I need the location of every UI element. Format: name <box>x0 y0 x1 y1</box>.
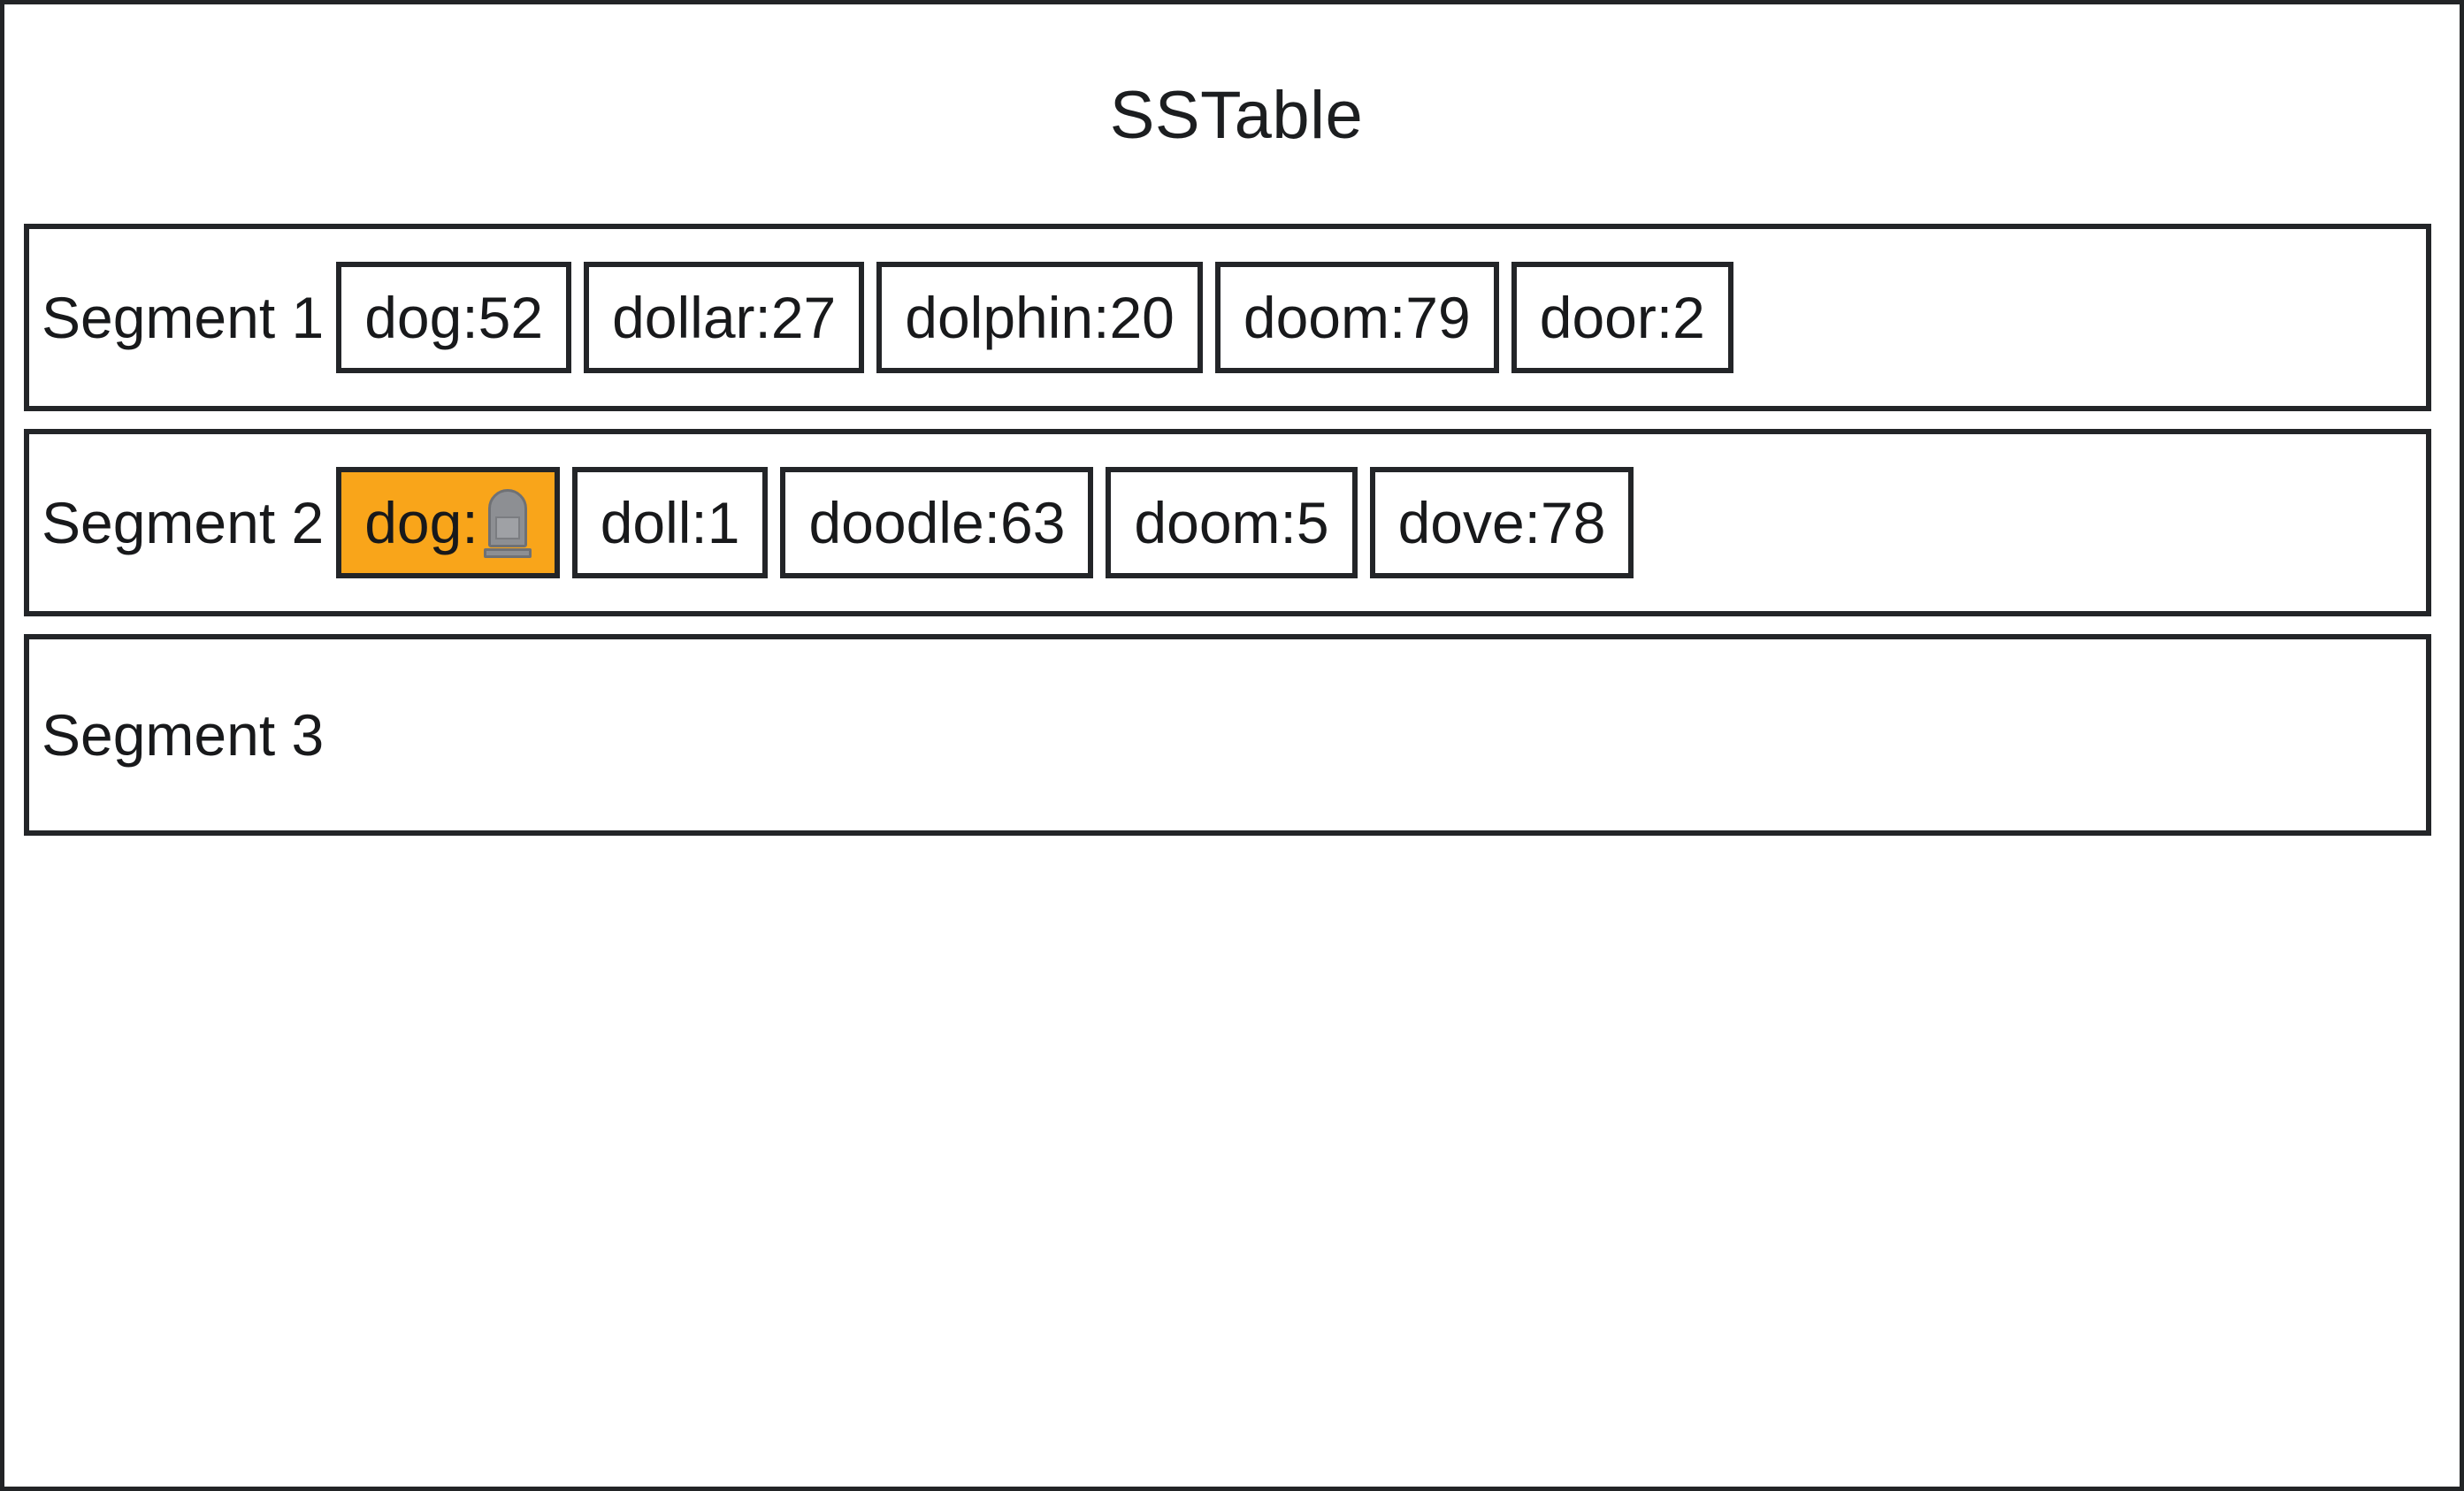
entry-text: dollar:27 <box>612 285 837 350</box>
entry-text: dog:52 <box>364 285 544 350</box>
segment-list: Segment 1 dog:52 dollar:27 dolphin:20 doom:7… <box>24 224 2431 853</box>
segment-row[interactable]: Segment 3 <box>24 634 2431 836</box>
entry-text: doom:5 <box>1134 490 1329 555</box>
entry-text: door:2 <box>1539 285 1705 350</box>
segment-label: Segment 1 <box>42 285 325 350</box>
entry-cell[interactable]: dog:52 <box>336 262 572 373</box>
entry-text: dolphin:20 <box>905 285 1175 350</box>
entry-text: doom:79 <box>1243 285 1471 350</box>
entry-text: doodle:63 <box>808 490 1066 555</box>
tombstone-stone <box>487 489 527 547</box>
page-title: SSTable <box>1109 78 1364 153</box>
segment-row[interactable]: Segment 1 dog:52 dollar:27 dolphin:20 doom:7… <box>24 224 2431 411</box>
entry-cell[interactable]: doodle:63 <box>780 467 1094 578</box>
segment-label: Segment 2 <box>42 490 325 555</box>
entry-cell[interactable]: dollar:27 <box>584 262 865 373</box>
entry-cell[interactable]: doom:79 <box>1214 262 1499 373</box>
segment-label: Segment 3 <box>42 702 325 768</box>
entry-text: doll:1 <box>600 490 740 555</box>
segment-entries: dog:52 dollar:27 dolphin:20 doom:79 door:2 <box>336 262 2419 373</box>
entry-cell-deleted[interactable]: dog: <box>336 467 560 578</box>
entry-cell[interactable]: door:2 <box>1511 262 1733 373</box>
entry-cell[interactable]: doom:5 <box>1106 467 1358 578</box>
entry-cell[interactable]: dolphin:20 <box>876 262 1203 373</box>
tombstone-base <box>483 548 532 558</box>
entry-cell[interactable]: doll:1 <box>571 467 769 578</box>
segment-row[interactable]: Segment 2 dog: doll:1 doodle:63 doom:5 dove:7… <box>24 429 2431 616</box>
entry-cell[interactable]: dove:78 <box>1369 467 1634 578</box>
tombstone-icon <box>483 487 532 558</box>
entry-text: dog: <box>364 490 478 555</box>
entry-text: dove:78 <box>1397 490 1606 555</box>
segment-entries: dog: doll:1 doodle:63 doom:5 dove:78 <box>336 467 2419 578</box>
